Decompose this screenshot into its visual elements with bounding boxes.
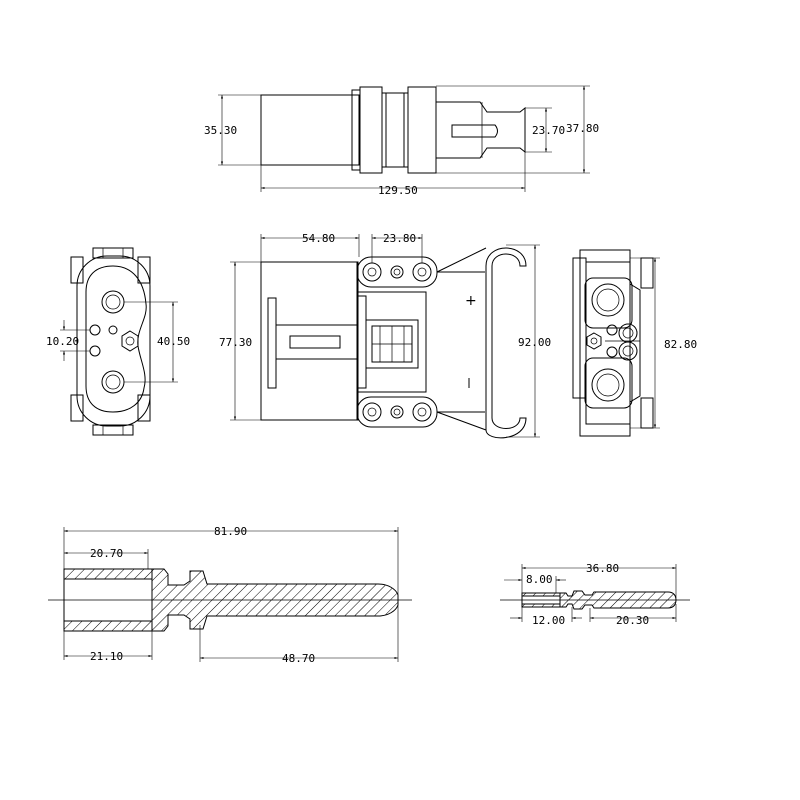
left-view: 10.20 40.50 xyxy=(46,247,190,436)
dim-small-pin-socket-depth: 8.00 xyxy=(526,573,553,586)
dim-small-pin-length: 36.80 xyxy=(586,562,619,575)
dim-large-pin-tail: 48.70 xyxy=(282,652,315,665)
positive-symbol: + xyxy=(465,293,477,309)
dim-top-length: 129.50 xyxy=(378,184,418,197)
dim-left-main-pitch: 40.50 xyxy=(157,335,190,348)
dim-top-height: 35.30 xyxy=(204,124,237,137)
dim-left-small-pitch: 10.20 xyxy=(46,335,79,348)
dim-top-total-height: 37.80 xyxy=(566,122,599,135)
dim-front-width: 54.80 xyxy=(302,232,335,245)
top-view: 35.30 23.70 37.80 129.50 xyxy=(204,85,599,197)
dim-small-pin-front: 12.00 xyxy=(532,614,565,627)
dim-large-pin-socket-depth: 20.70 xyxy=(90,547,123,560)
dim-front-hole-pitch: 23.80 xyxy=(383,232,416,245)
dim-front-total-height: 92.00 xyxy=(518,336,551,349)
dim-top-inner-height: 23.70 xyxy=(532,124,565,137)
right-view: 82.80 xyxy=(572,249,697,437)
small-contact-pin: 36.80 8.00 12.00 20.30 xyxy=(500,562,690,627)
dim-front-height: 77.30 xyxy=(219,336,252,349)
dim-large-pin-length: 81.90 xyxy=(214,525,247,538)
front-view: + 54.80 23.80 77.30 92.00 xyxy=(219,232,551,439)
dim-large-pin-front: 21.10 xyxy=(90,650,123,663)
dim-right-height: 82.80 xyxy=(664,338,697,351)
dim-small-pin-tail: 20.30 xyxy=(616,614,649,627)
large-contact-pin: 81.90 20.70 21.10 48.70 xyxy=(48,525,412,665)
